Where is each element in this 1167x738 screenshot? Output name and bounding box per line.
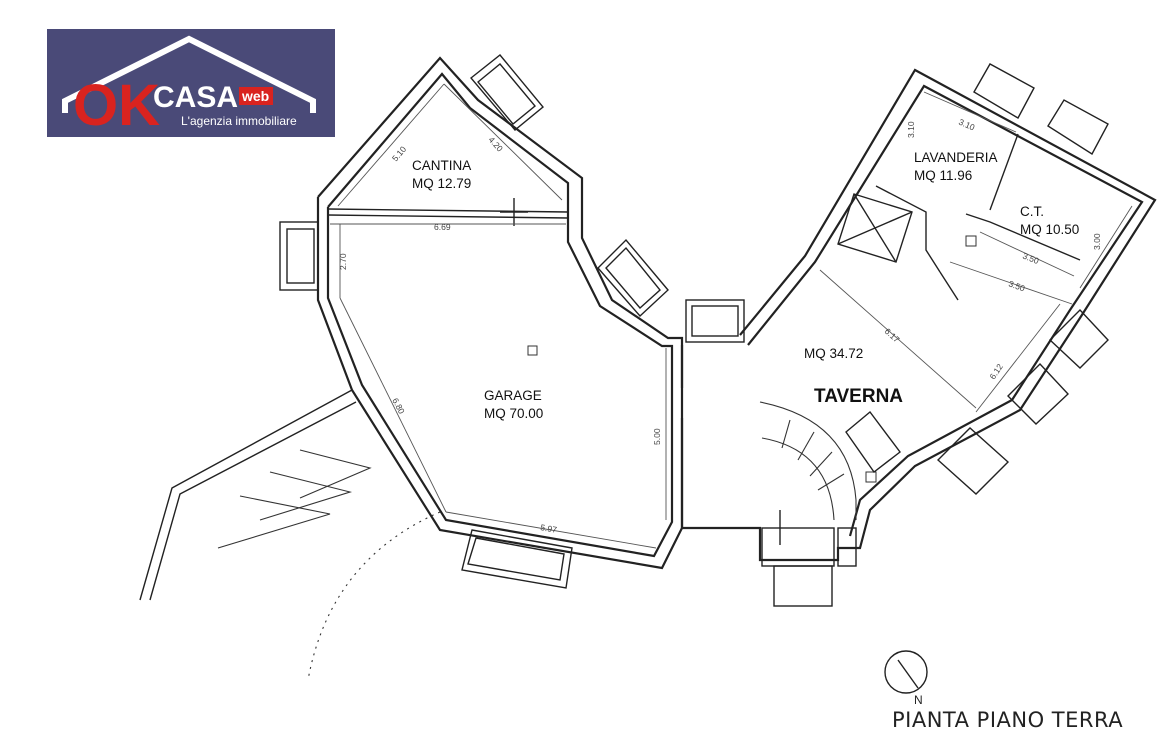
north-compass-icon: N xyxy=(884,650,928,707)
cantina-name: CANTINA xyxy=(412,158,471,173)
logo-casa: CASA xyxy=(153,81,238,114)
dim-ct-right: 3.00 xyxy=(1092,233,1102,250)
dim-cantina-width: 6.69 xyxy=(434,222,451,232)
dim-garage-right: 5.00 xyxy=(652,428,662,445)
dim-garage-left-lower: 6.80 xyxy=(390,396,407,416)
dim-lav-top: 3.10 xyxy=(957,117,976,133)
logo-ok: OK xyxy=(73,73,160,137)
exterior-ramp xyxy=(139,389,441,681)
right-building-walls xyxy=(682,68,1157,607)
left-building-walls xyxy=(316,56,684,570)
sheet-title: PIANTA PIANO TERRA xyxy=(892,708,1123,732)
dim-cantina-left: 5.10 xyxy=(390,144,408,163)
taverna-area: MQ 34.72 xyxy=(804,346,863,361)
logo-graphic: OK CASA web L'agenzia immobiliare xyxy=(62,35,316,138)
ct-area: MQ 10.50 xyxy=(1020,222,1079,237)
lavanderia-name: LAVANDERIA xyxy=(914,150,998,165)
agency-logo: OK CASA web L'agenzia immobiliare xyxy=(47,29,335,138)
left-bay-windows xyxy=(279,54,669,589)
logo-tagline: L'agenzia immobiliare xyxy=(181,114,297,128)
lavanderia-area: MQ 11.96 xyxy=(914,168,972,183)
dim-taverna-top: 3.50 xyxy=(1007,278,1026,293)
logo-web: web xyxy=(241,88,269,104)
dim-garage-bottom: 5.97 xyxy=(540,522,558,535)
garage-name: GARAGE xyxy=(484,388,542,403)
dim-garage-left-upper: 2.70 xyxy=(338,253,348,270)
compass-north-label: N xyxy=(914,693,923,707)
dim-taverna-diag: 6.17 xyxy=(883,326,902,345)
dimension-lines xyxy=(330,83,1133,549)
dim-ct-bottom: 3.50 xyxy=(1021,251,1040,267)
garage-area: MQ 70.00 xyxy=(484,406,543,421)
dim-lav-left: 3.10 xyxy=(906,121,916,138)
cantina-area: MQ 12.79 xyxy=(412,176,471,191)
roof-icon xyxy=(62,35,316,113)
room-labels: CANTINA MQ 12.79 GARAGE MQ 70.00 LAVANDE… xyxy=(412,150,1079,421)
right-bay-windows xyxy=(685,63,1109,495)
ct-name: C.T. xyxy=(1020,204,1044,219)
dim-cantina-right: 4.20 xyxy=(487,135,506,154)
taverna-name: TAVERNA xyxy=(814,386,903,407)
